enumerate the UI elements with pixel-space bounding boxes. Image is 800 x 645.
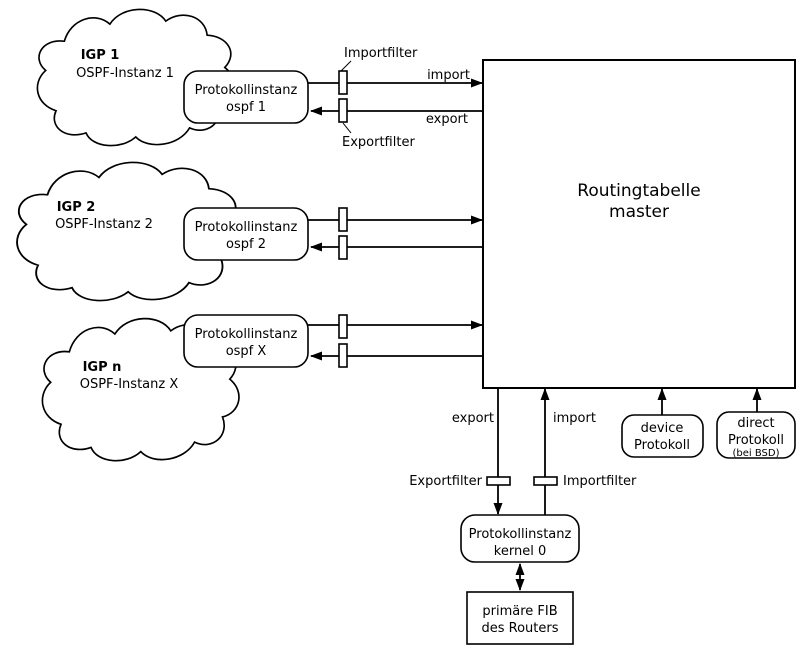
kernel-box-line1: Protokollinstanz	[469, 527, 572, 542]
device-protocol-box	[621, 414, 704, 458]
importfilter-box-kernel	[533, 476, 558, 486]
protocol-box-ospf2-line1: Protokollinstanz	[195, 220, 298, 235]
exportfilter-label-kernel: Exportfilter	[409, 474, 482, 489]
device-box-line2: Protokoll	[634, 438, 690, 453]
exportfilter-box-row3	[338, 343, 348, 368]
routing-table-title-line1: Routingtabelle	[577, 181, 700, 201]
exportfilter-box-kernel	[486, 476, 511, 486]
export-label-row1: export	[426, 112, 468, 127]
protocol-box-ospfX-line1: Protokollinstanz	[195, 327, 298, 342]
import-label-kernel: import	[553, 411, 596, 426]
cloud1-title: IGP 1	[81, 48, 120, 63]
fib-box-line2: des Routers	[481, 621, 558, 636]
importfilter-box-row3	[338, 314, 348, 339]
protocol-box-ospfX	[183, 314, 309, 368]
importfilter-label-kernel: Importfilter	[563, 474, 637, 489]
direct-box-line2: Protokoll	[728, 433, 784, 448]
kernel-protocol-box	[460, 514, 580, 563]
protocol-box-ospf1-line2: ospf 1	[226, 100, 266, 115]
importfilter-label-top: Importfilter	[344, 46, 418, 61]
cloud2-subtitle: OSPF-Instanz 2	[55, 217, 153, 232]
importfilter-box-row2	[338, 207, 348, 232]
cloud3-title: IGP n	[83, 360, 122, 375]
importfilter-box-row1	[338, 70, 348, 95]
importfilter-connector	[340, 60, 352, 72]
cloud3-subtitle: OSPF-Instanz X	[80, 377, 179, 392]
device-box-line1: device	[641, 421, 684, 436]
exportfilter-box-row1	[338, 98, 348, 123]
fib-box	[466, 591, 574, 645]
cloud2-title: IGP 2	[57, 200, 96, 215]
protocol-box-ospf1	[183, 70, 309, 124]
export-label-kernel: export	[452, 411, 494, 426]
routing-table-title-line2: master	[609, 202, 669, 222]
fib-box-line1: primäre FIB	[482, 604, 557, 619]
direct-box-line1: direct	[737, 416, 774, 431]
exportfilter-connector	[342, 122, 352, 134]
exportfilter-box-row2	[338, 235, 348, 260]
protocol-box-ospfX-line2: ospf X	[226, 344, 267, 359]
protocol-box-ospf1-line1: Protokollinstanz	[195, 83, 298, 98]
protocol-box-ospf2-line2: ospf 2	[226, 237, 266, 252]
protocol-box-ospf2	[183, 207, 309, 261]
import-label-row1: import	[427, 68, 470, 83]
routing-table-box	[482, 59, 796, 389]
cloud1-subtitle: OSPF-Instanz 1	[76, 66, 174, 81]
direct-protocol-box	[716, 411, 796, 459]
kernel-box-line2: kernel 0	[494, 544, 546, 559]
exportfilter-label-top: Exportfilter	[342, 135, 415, 150]
direct-box-line3: (bei BSD)	[733, 448, 780, 459]
